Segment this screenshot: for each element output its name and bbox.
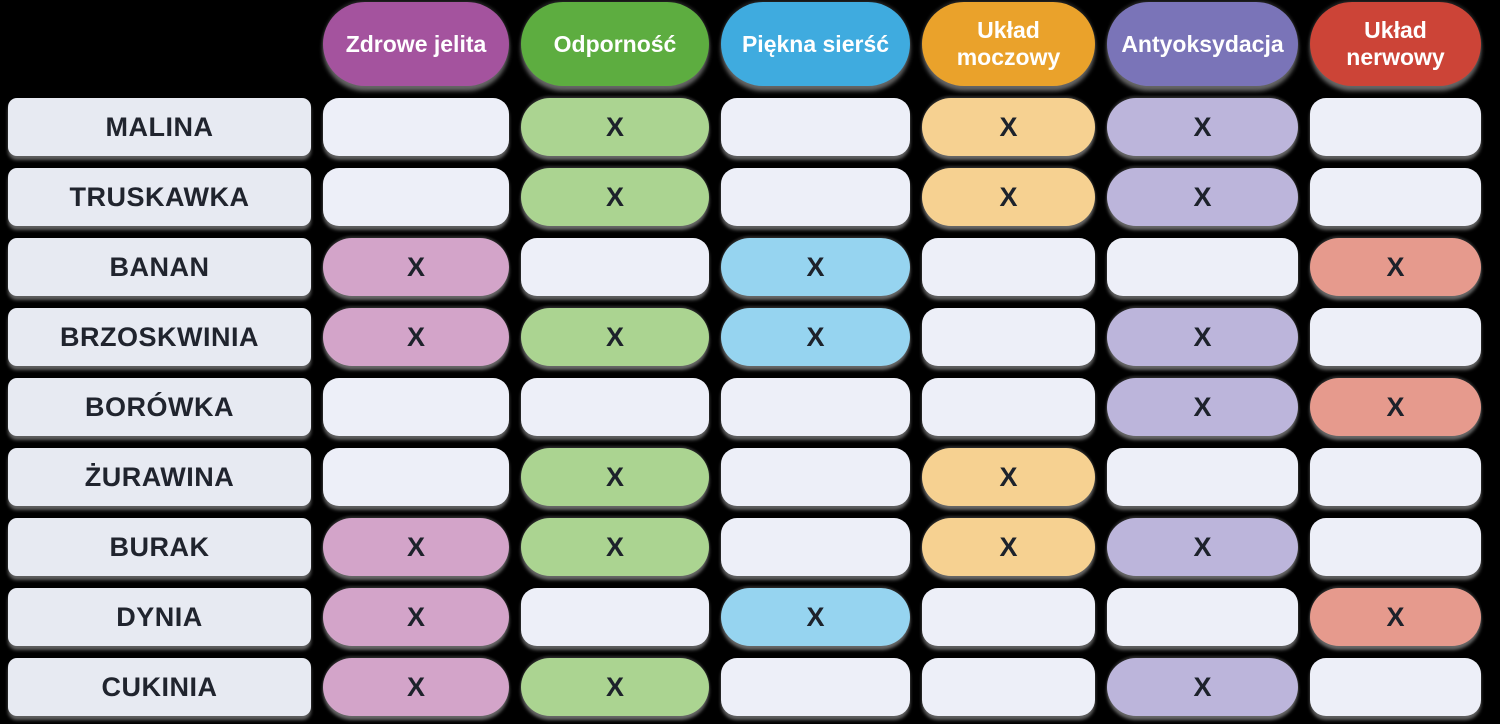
empty-cell [521,378,709,436]
row-label: BURAK [8,518,311,576]
empty-cell [922,378,1095,436]
column-header-piekna-siersc: Piękna sierść [721,2,910,86]
mark-cell-odpornosc: X [521,168,709,226]
mark-cell-odpornosc: X [521,448,709,506]
mark-cell-uklad-moczowy: X [922,448,1095,506]
empty-cell [922,238,1095,296]
mark-cell-piekna-siersc: X [721,588,910,646]
row-label: TRUSKAWKA [8,168,311,226]
empty-cell [1310,658,1481,716]
mark-cell-odpornosc: X [521,98,709,156]
mark-cell-uklad-nerwowy: X [1310,238,1481,296]
mark-cell-odpornosc: X [521,308,709,366]
row-label: ŻURAWINA [8,448,311,506]
empty-cell [721,378,910,436]
empty-cell [323,448,509,506]
mark-cell-antyoksydacja: X [1107,658,1298,716]
empty-cell [922,308,1095,366]
empty-cell [1310,98,1481,156]
mark-cell-uklad-nerwowy: X [1310,378,1481,436]
empty-cell [721,658,910,716]
empty-cell [323,98,509,156]
empty-cell [1107,448,1298,506]
mark-cell-piekna-siersc: X [721,308,910,366]
mark-cell-uklad-nerwowy: X [1310,588,1481,646]
mark-cell-zdrowe-jelita: X [323,588,509,646]
column-header-odpornosc: Odporność [521,2,709,86]
row-label: BORÓWKA [8,378,311,436]
empty-cell [922,588,1095,646]
empty-cell [721,168,910,226]
empty-cell [1310,448,1481,506]
column-header-zdrowe-jelita: Zdrowe jelita [323,2,509,86]
column-header-uklad-nerwowy: Układ nerwowy [1310,2,1481,86]
empty-cell [1310,168,1481,226]
mark-cell-odpornosc: X [521,518,709,576]
row-label: MALINA [8,98,311,156]
mark-cell-antyoksydacja: X [1107,98,1298,156]
mark-cell-zdrowe-jelita: X [323,518,509,576]
empty-cell [1310,518,1481,576]
mark-cell-antyoksydacja: X [1107,378,1298,436]
mark-cell-antyoksydacja: X [1107,308,1298,366]
empty-cell [721,518,910,576]
mark-cell-uklad-moczowy: X [922,168,1095,226]
mark-cell-uklad-moczowy: X [922,98,1095,156]
mark-cell-piekna-siersc: X [721,238,910,296]
row-label: BRZOSKWINIA [8,308,311,366]
mark-cell-zdrowe-jelita: X [323,308,509,366]
row-label: DYNIA [8,588,311,646]
empty-cell [1107,588,1298,646]
corner-spacer [8,2,311,86]
column-header-uklad-moczowy: Układ moczowy [922,2,1095,86]
mark-cell-zdrowe-jelita: X [323,238,509,296]
empty-cell [721,448,910,506]
mark-cell-odpornosc: X [521,658,709,716]
empty-cell [323,168,509,226]
empty-cell [521,588,709,646]
mark-cell-antyoksydacja: X [1107,518,1298,576]
empty-cell [1107,238,1298,296]
empty-cell [721,98,910,156]
row-label: CUKINIA [8,658,311,716]
empty-cell [1310,308,1481,366]
mark-cell-zdrowe-jelita: X [323,658,509,716]
empty-cell [323,378,509,436]
mark-cell-antyoksydacja: X [1107,168,1298,226]
empty-cell [521,238,709,296]
empty-cell [922,658,1095,716]
column-header-antyoksydacja: Antyoksydacja [1107,2,1298,86]
row-label: BANAN [8,238,311,296]
mark-cell-uklad-moczowy: X [922,518,1095,576]
